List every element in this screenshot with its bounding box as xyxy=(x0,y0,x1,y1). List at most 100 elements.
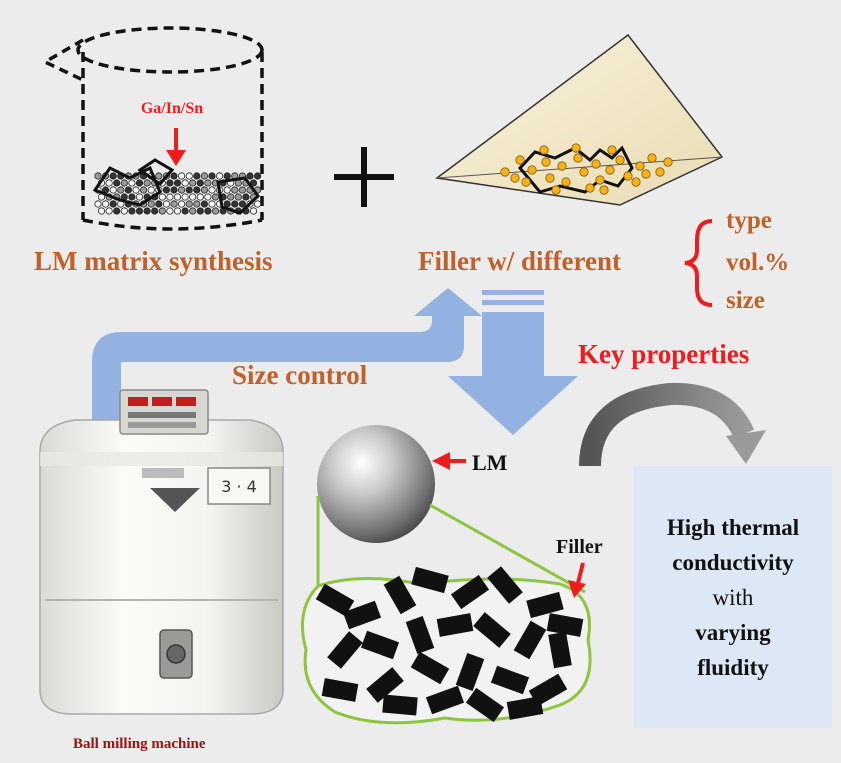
bed-particle xyxy=(105,207,113,215)
gold-particle xyxy=(641,169,651,179)
bed-particle xyxy=(94,200,102,208)
filler-flake xyxy=(382,694,418,716)
bed-particle xyxy=(193,172,201,180)
bed-particle xyxy=(109,172,117,180)
bed-particle xyxy=(124,186,132,194)
bed-particle xyxy=(211,193,220,201)
bed-particle xyxy=(120,207,128,215)
bed-particle xyxy=(200,200,208,208)
bed-particle xyxy=(223,172,231,180)
bed-particle xyxy=(185,186,193,194)
bed-particle xyxy=(173,193,182,201)
bed-particle xyxy=(216,172,224,180)
filler-flake xyxy=(327,631,363,669)
filler-flake xyxy=(546,613,584,637)
bed-particle xyxy=(94,172,102,180)
filler-flake xyxy=(465,687,505,723)
bed-particle xyxy=(158,207,166,215)
gold-particle xyxy=(510,173,520,183)
bed-particle xyxy=(196,179,204,187)
gold-particle xyxy=(595,175,605,185)
filler-label: Filler xyxy=(556,536,603,558)
beaker-illustration xyxy=(41,26,264,231)
bed-particle xyxy=(204,207,212,215)
curved-arrow-icon xyxy=(579,382,766,467)
bed-particle xyxy=(143,207,151,215)
size-control-label: Size control xyxy=(232,360,368,390)
bed-particle xyxy=(147,186,155,194)
gold-particle xyxy=(541,157,551,167)
size-control-arrow xyxy=(92,288,482,420)
bed-particle xyxy=(249,207,258,215)
bed-particle xyxy=(162,200,170,208)
filler-flake xyxy=(473,612,511,648)
bed-particle xyxy=(113,179,121,187)
machine-panel-label: 3 · 4 xyxy=(221,477,257,496)
ga-in-sn-label: Ga/In/Sn xyxy=(141,100,203,117)
bed-particle xyxy=(200,186,208,194)
bed-particle xyxy=(102,200,110,208)
lm-label: LM xyxy=(472,450,508,475)
bed-particle xyxy=(246,172,254,180)
gold-particle xyxy=(539,145,549,155)
type-label: type xyxy=(726,207,772,234)
bed-particle xyxy=(223,186,231,194)
filler-flake xyxy=(366,667,404,703)
bed-particle xyxy=(208,200,216,208)
bed-particle xyxy=(128,179,136,187)
gold-particle xyxy=(631,177,641,187)
result-line-2: conductivity xyxy=(672,549,794,575)
bed-particle xyxy=(189,193,197,201)
filler-flake xyxy=(321,678,359,702)
filler-flake xyxy=(411,566,449,594)
gold-particle xyxy=(571,143,581,153)
bed-particle xyxy=(254,172,262,180)
result-line-4: varying xyxy=(695,619,771,645)
gold-particle xyxy=(527,165,537,175)
bed-particle xyxy=(200,172,208,180)
lm-red-arrow xyxy=(432,452,466,470)
filler-flake xyxy=(342,600,382,630)
gold-particle xyxy=(599,185,609,195)
vol-label: vol.% xyxy=(726,249,789,276)
bed-particle xyxy=(185,172,193,180)
bed-particle xyxy=(170,200,178,208)
bed-particle xyxy=(178,172,186,180)
bed-particle xyxy=(234,193,242,201)
bed-particle xyxy=(208,172,216,180)
key-properties-label: Key properties xyxy=(578,339,749,369)
gold-particle xyxy=(521,177,531,187)
bed-particle xyxy=(109,200,117,208)
gold-particle xyxy=(607,145,617,155)
bed-particle xyxy=(181,179,189,187)
bed-particle xyxy=(143,179,151,187)
result-line-3: with xyxy=(712,584,754,610)
bed-particle xyxy=(181,193,189,201)
gold-particle xyxy=(635,161,645,171)
bed-particle xyxy=(170,186,178,194)
bed-particle xyxy=(196,207,204,215)
filler-flake xyxy=(436,613,474,637)
bed-particle xyxy=(204,193,212,201)
bed-particle xyxy=(196,193,204,201)
filler-flake xyxy=(526,591,564,619)
key-properties-arrow xyxy=(448,290,578,435)
gold-particle xyxy=(561,177,571,187)
curly-brace xyxy=(684,219,713,307)
gold-particle xyxy=(647,153,657,163)
filler-flake xyxy=(383,575,417,615)
bed-particle xyxy=(151,207,159,215)
bed-particle xyxy=(173,207,182,215)
bed-particle xyxy=(162,186,170,194)
ball-milling-machine: 3 · 4 xyxy=(39,389,284,715)
filler-flake xyxy=(425,685,465,715)
bed-particle xyxy=(231,200,239,208)
filler-flake xyxy=(506,696,544,720)
bed-particle xyxy=(242,193,250,201)
gold-particle xyxy=(655,167,665,177)
bed-particle xyxy=(117,186,125,194)
result-box: High thermal conductivity with varying f… xyxy=(634,466,832,728)
size-label: size xyxy=(726,287,765,314)
gold-particle xyxy=(515,155,525,165)
